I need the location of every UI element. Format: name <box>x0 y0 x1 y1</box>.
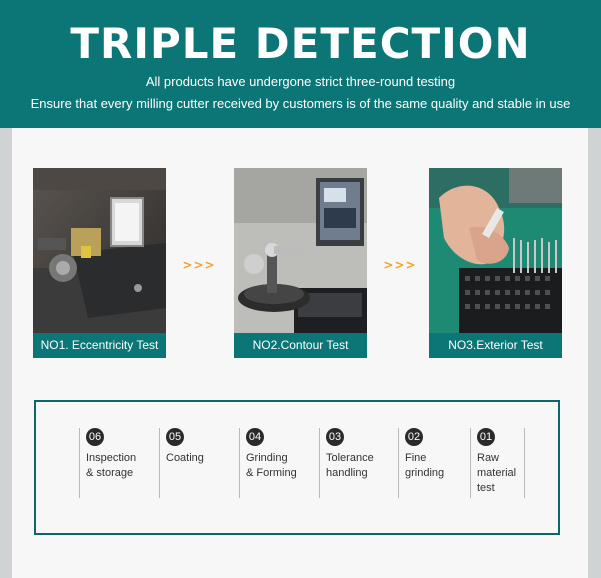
subtitle-line-1: All products have undergone strict three… <box>145 74 456 89</box>
step-label: Tolerance handling <box>326 452 374 479</box>
page-title: TRIPLE DETECTION <box>70 19 531 68</box>
subtitle-line-2: Ensure that every milling cutter receive… <box>30 96 571 111</box>
arrow-2: >>> <box>383 258 417 272</box>
step-label: Fine grinding <box>405 452 445 479</box>
process-step-06: 06 Inspection & storage <box>79 428 160 498</box>
step-label: Raw material test <box>477 452 517 494</box>
process-step-05: 05 Coating <box>159 428 240 498</box>
step-label: Inspection & storage <box>86 452 137 479</box>
process-step-01: 01 Raw material test <box>470 428 525 498</box>
process-step-03: 03 Tolerance handling <box>319 428 400 498</box>
process-step-04: 04 Grinding & Forming <box>239 428 320 498</box>
test-card-eccentricity: NO1. Eccentricity Test <box>33 168 166 358</box>
test-label-exterior: NO3.Exterior Test <box>429 333 562 358</box>
step-number-badge: 01 <box>477 428 495 446</box>
test-card-exterior: NO3.Exterior Test <box>429 168 562 358</box>
process-steps-box <box>34 400 560 535</box>
step-divider-end <box>524 428 525 498</box>
header-banner: TRIPLE DETECTION All products have under… <box>0 0 601 128</box>
step-number-badge: 03 <box>326 428 344 446</box>
test-label-contour: NO2.Contour Test <box>234 333 367 358</box>
step-label: Coating <box>166 452 204 464</box>
eccentricity-test-photo <box>33 168 166 333</box>
step-number-badge: 06 <box>86 428 104 446</box>
arrow-1: >>> <box>182 258 216 272</box>
step-number-badge: 02 <box>405 428 423 446</box>
step-label: Grinding & Forming <box>246 452 297 479</box>
test-card-contour: NO2.Contour Test <box>234 168 367 358</box>
contour-test-photo <box>234 168 367 333</box>
process-step-02: 02 Fine grinding <box>398 428 469 498</box>
exterior-test-photo <box>429 168 562 333</box>
step-number-badge: 05 <box>166 428 184 446</box>
test-label-eccentricity: NO1. Eccentricity Test <box>33 333 166 358</box>
step-number-badge: 04 <box>246 428 264 446</box>
